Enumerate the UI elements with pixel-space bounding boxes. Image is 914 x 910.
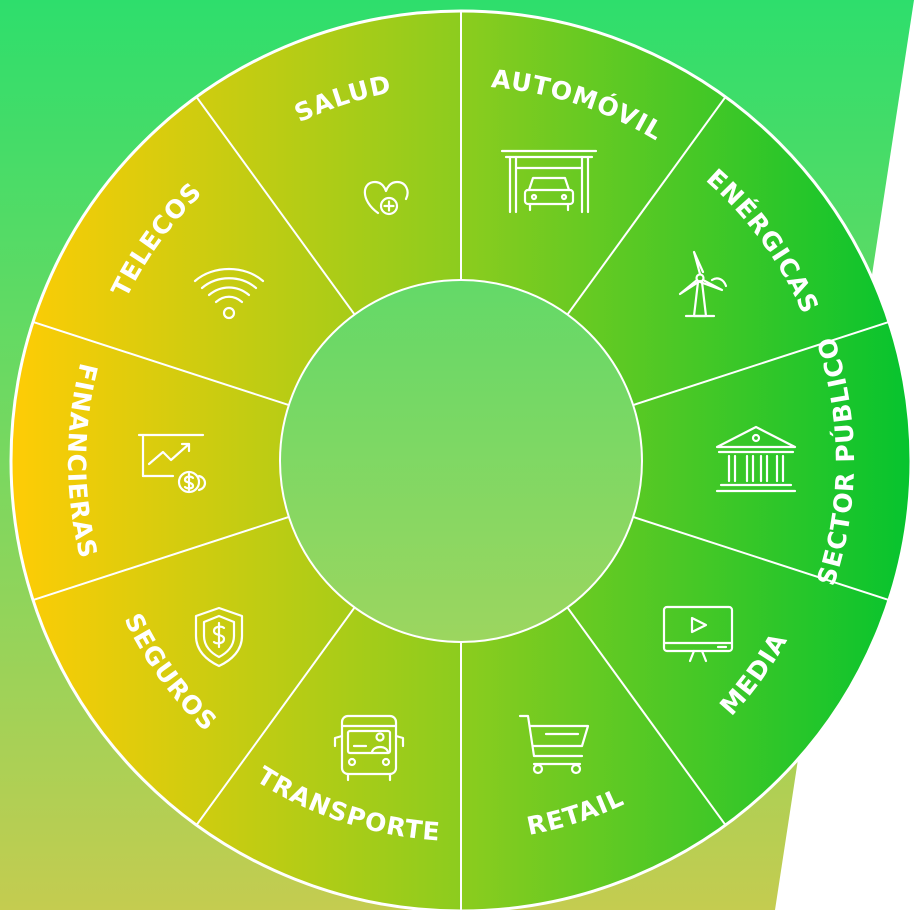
wifi-signal-icon	[193, 268, 265, 320]
wind-turbine-icon	[678, 250, 728, 318]
shopping-cart-icon	[518, 714, 590, 775]
segment-divider-10	[195, 96, 356, 316]
segment-divider-2	[566, 96, 727, 316]
segment-divider-9	[32, 320, 290, 407]
bus-icon	[333, 714, 405, 782]
growth-chart-coins-icon	[137, 433, 207, 494]
segment-divider-8	[32, 515, 290, 602]
video-monitor-icon	[662, 605, 734, 663]
government-building-icon	[715, 425, 797, 493]
segment-divider-4	[632, 515, 890, 602]
wheel-hub	[279, 279, 643, 643]
segment-dividers	[32, 11, 890, 910]
shield-dollar-icon	[194, 606, 244, 668]
segment-divider-7	[195, 606, 356, 826]
garage-car-icon	[500, 149, 598, 214]
segment-divider-5	[566, 606, 727, 826]
segment-divider-3	[632, 320, 890, 407]
heart-plus-icon	[363, 180, 409, 216]
